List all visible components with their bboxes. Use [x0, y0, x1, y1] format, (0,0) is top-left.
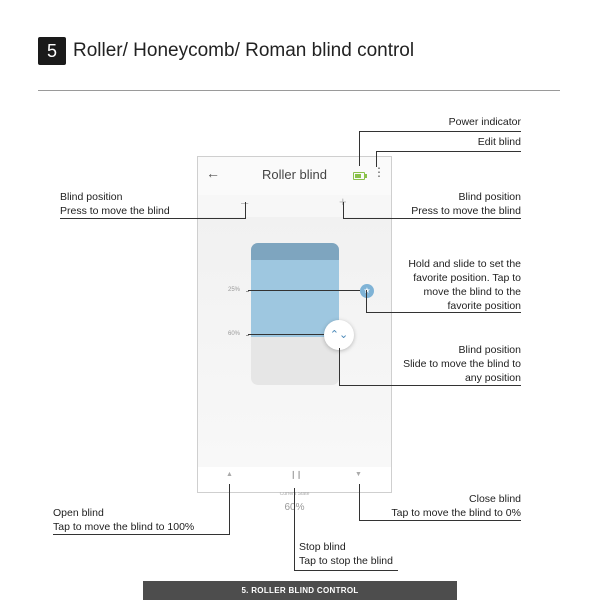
app-title: Roller blind — [261, 167, 328, 182]
callout-line — [248, 334, 324, 335]
header-divider — [38, 90, 560, 91]
plus-button[interactable]: + — [339, 194, 347, 209]
battery-level — [355, 174, 361, 178]
battery-icon — [353, 172, 367, 180]
app-bar: ← Roller blind ⋮ — [198, 157, 391, 195]
blind-control-area: 25% 60% Current State 60% — [198, 217, 391, 513]
slide-position-callout: Blind position Slide to move the blind t… — [403, 343, 521, 385]
callout-text: Hold and slide to set the — [408, 258, 521, 270]
favorite-tick — [246, 291, 249, 292]
control-bar: ▲ ❙❙ ▼ — [198, 467, 391, 492]
more-vertical-icon[interactable]: ⋮ — [373, 165, 385, 179]
callout-line — [376, 151, 521, 152]
edit-blind-callout: Edit blind — [477, 136, 521, 148]
section-title: Roller/ Honeycomb/ Roman blind control — [73, 40, 415, 61]
callout-line — [376, 151, 377, 167]
position-stepper: – + — [198, 194, 391, 217]
callout-line — [343, 202, 344, 219]
callout-title: Open blind — [53, 507, 104, 519]
favorite-position-callout: Hold and slide to set the favorite posit… — [408, 257, 521, 313]
open-button[interactable]: ▲ — [226, 471, 233, 478]
callout-line — [359, 520, 521, 521]
callout-text: Press to move the blind — [60, 205, 170, 217]
section-footer: 5. ROLLER BLIND CONTROL — [143, 581, 457, 600]
blind-position-right-callout: Blind position Press to move the blind — [411, 190, 521, 218]
stop-blind-callout: Stop blind Tap to stop the blind — [299, 540, 393, 568]
callout-line — [359, 484, 360, 520]
callout-line — [294, 570, 398, 571]
callout-text: Press to move the blind — [411, 205, 521, 217]
callout-text: Tap to move the blind to 100% — [53, 521, 195, 533]
favorite-position-knob[interactable]: ★ — [360, 284, 374, 298]
callout-text: move the blind to the — [423, 286, 521, 298]
callout-line — [343, 218, 521, 219]
callout-text: Slide to move the blind to — [403, 358, 521, 370]
blind-head-rail — [251, 243, 339, 260]
callout-line — [245, 202, 246, 219]
blind-position-left-callout: Blind position Press to move the blind — [60, 190, 170, 218]
favorite-position-label: 25% — [228, 287, 241, 293]
callout-line — [339, 348, 340, 386]
position-tick — [246, 335, 249, 336]
phone-screen: ← Roller blind ⋮ – + 25% 60% Current Sta… — [197, 156, 392, 513]
callout-line — [248, 290, 360, 291]
window-visual[interactable] — [251, 243, 339, 385]
blind-fabric — [251, 260, 339, 337]
callout-line — [294, 488, 295, 570]
current-position-label: 60% — [228, 331, 241, 337]
callout-title: Stop blind — [299, 541, 346, 553]
minus-button[interactable]: – — [241, 195, 248, 210]
callout-text: favorite position. Tap to — [413, 272, 521, 284]
callout-title: Blind position — [458, 344, 521, 356]
callout-line — [366, 312, 521, 313]
close-button[interactable]: ▼ — [355, 471, 362, 478]
callout-line — [366, 290, 367, 313]
arrow-left-icon[interactable]: ← — [206, 165, 220, 181]
open-blind-callout: Open blind Tap to move the blind to 100% — [53, 506, 194, 534]
callout-text: favorite position — [447, 300, 521, 312]
callout-title: Blind position — [458, 191, 521, 203]
callout-line — [359, 131, 521, 132]
callout-text: Tap to move the blind to 0% — [391, 507, 521, 519]
section-number-badge: 5 — [38, 37, 66, 65]
callout-text: Tap to stop the blind — [299, 555, 393, 567]
close-blind-callout: Close blind Tap to move the blind to 0% — [391, 492, 521, 520]
callout-line — [53, 534, 230, 535]
callout-text: any position — [464, 372, 521, 384]
position-slider-knob[interactable]: ⌃⌄ — [324, 320, 354, 350]
callout-line — [60, 218, 245, 219]
callout-title: Blind position — [60, 191, 123, 203]
callout-line — [359, 131, 360, 166]
callout-line — [229, 484, 230, 534]
callout-title: Close blind — [469, 493, 521, 505]
callout-line — [339, 385, 521, 386]
stop-button[interactable]: ❙❙ — [290, 470, 302, 479]
power-indicator-callout: Power indicator — [448, 116, 521, 128]
battery-tip — [365, 174, 367, 178]
